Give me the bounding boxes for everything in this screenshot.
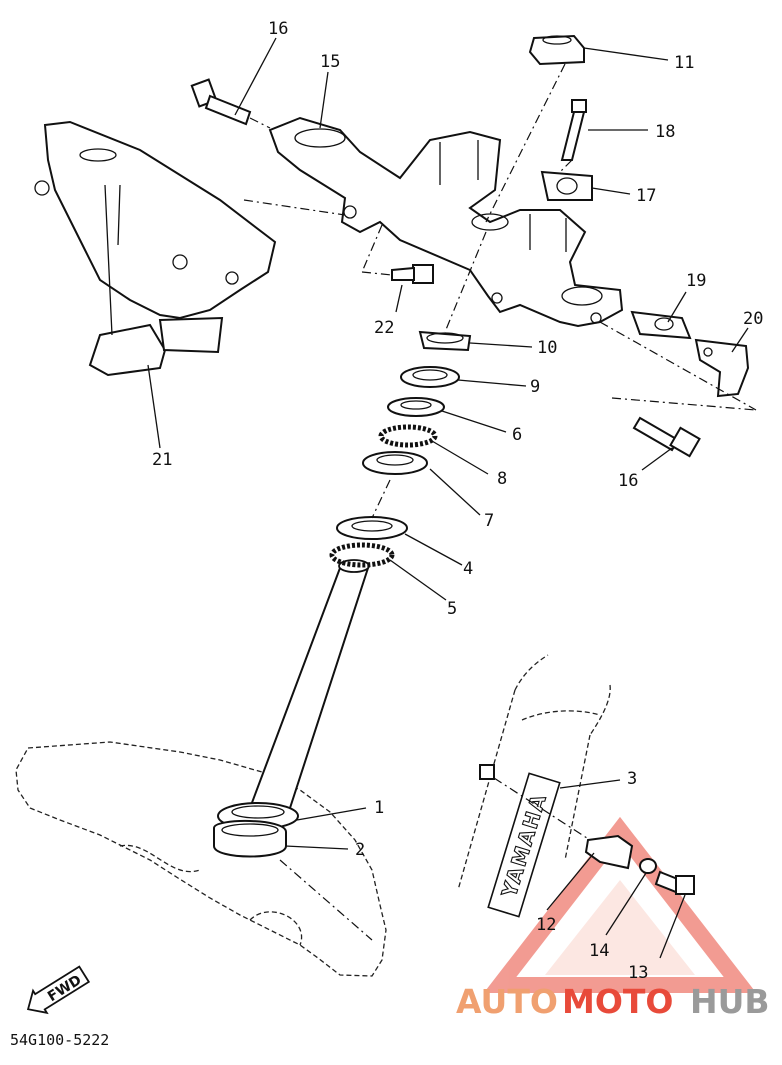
callout-16-right: 16 xyxy=(618,471,638,491)
callout-21: 21 xyxy=(152,450,172,470)
fwd-arrow-icon: FWD xyxy=(26,965,91,1015)
callout-labels: 1 2 3 4 5 6 7 8 9 10 11 12 13 14 15 16 1… xyxy=(152,19,763,983)
callout-19: 19 xyxy=(686,271,706,291)
watermark-text-auto: AUTO xyxy=(456,982,558,1021)
part-16-bolt-top xyxy=(190,78,252,126)
callout-15: 15 xyxy=(320,52,340,72)
part-16-bolt-right xyxy=(632,416,701,458)
callout-17: 17 xyxy=(636,186,656,206)
watermark-logo: AUTO MOTO HUB xyxy=(456,982,770,1021)
part-10-ring-nut xyxy=(418,330,472,352)
callout-3: 3 xyxy=(627,769,637,789)
part-6-bearing-race xyxy=(387,397,445,417)
part-21-headlight-bracket xyxy=(34,120,277,377)
part-12-clamp xyxy=(479,764,634,870)
callout-6: 6 xyxy=(512,425,522,445)
part-19-holder xyxy=(630,310,692,340)
part-13-bolt xyxy=(654,870,695,895)
callout-7: 7 xyxy=(484,511,494,531)
callout-1: 1 xyxy=(374,798,384,818)
callout-2: 2 xyxy=(355,840,365,860)
part-11-steering-nut xyxy=(528,34,585,66)
part-22-bolt xyxy=(391,264,434,284)
callout-14: 14 xyxy=(589,941,609,961)
callout-9: 9 xyxy=(530,377,540,397)
callout-5: 5 xyxy=(447,599,457,619)
part-8-ball-race xyxy=(378,424,438,448)
steering-stem-shaft xyxy=(248,559,370,809)
callout-10: 10 xyxy=(537,338,557,358)
callout-8: 8 xyxy=(497,469,507,489)
watermark-text-hub: HUB xyxy=(690,982,770,1021)
callout-12: 12 xyxy=(536,915,556,935)
watermark-text-moto: MOTO xyxy=(562,982,673,1021)
part-17-handlebar-holder xyxy=(540,170,593,201)
part-7-bearing-race xyxy=(362,451,428,475)
part-18-bolt xyxy=(560,99,587,161)
part-14-washer xyxy=(639,858,657,874)
callout-13: 13 xyxy=(628,963,648,983)
part-5-ball-race xyxy=(329,542,395,568)
callout-4: 4 xyxy=(463,559,473,579)
diagram-code: 54G100-5222 xyxy=(10,1031,109,1049)
callout-16-top: 16 xyxy=(268,19,288,39)
callout-22: 22 xyxy=(374,318,394,338)
callout-20: 20 xyxy=(743,309,763,329)
part-4-bearing-race xyxy=(336,516,408,540)
fork-brand-text: YAMAHA xyxy=(496,790,551,901)
callout-11: 11 xyxy=(674,53,694,73)
leader-lines xyxy=(147,37,749,959)
callout-18: 18 xyxy=(655,122,675,142)
upper-bracket xyxy=(268,116,624,328)
lower-bracket-outline xyxy=(15,741,387,977)
part-9-cover xyxy=(400,366,460,388)
part-20-bracket xyxy=(694,338,750,398)
yamaha-sticker: YAMAHA xyxy=(487,772,561,918)
center-lines xyxy=(243,63,757,941)
part-2-bearing-seat xyxy=(213,820,287,858)
